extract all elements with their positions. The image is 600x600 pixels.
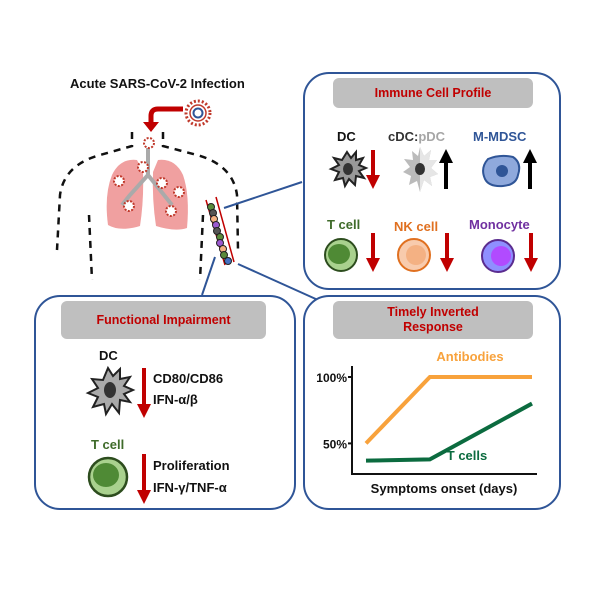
header-line-1: Timely Inverted — [387, 305, 479, 319]
tcell-label: T cell — [91, 437, 125, 452]
nkcell-icon — [397, 238, 431, 272]
tcell-marker-line-1: Proliferation — [153, 458, 230, 473]
up-arrow-icon — [523, 149, 537, 189]
blood-vessel-icon — [205, 196, 235, 266]
series-line-t-cells — [365, 401, 533, 463]
cell-label-nkcell: NK cell — [394, 219, 439, 234]
mmdsc-cell-icon — [482, 154, 521, 188]
figure-title: Acute SARS-CoV-2 Infection — [70, 76, 245, 91]
cell-label-mmdsc: M-MDSC — [473, 129, 527, 144]
lung-virus-icons — [113, 137, 185, 217]
dc-marker-line-1: CD80/CD86 — [153, 371, 224, 386]
panel-header: Timely Inverted Response — [333, 301, 533, 339]
tcell-icon — [87, 456, 129, 498]
down-arrow-icon — [440, 233, 454, 272]
cell-label-monocyte: Monocyte — [469, 217, 530, 232]
header-line-2: Response — [403, 320, 463, 334]
cell-label-dc: DC — [337, 129, 356, 144]
dc-label: DC — [99, 348, 118, 363]
down-arrow-icon — [524, 233, 538, 272]
down-arrow-icon — [137, 454, 151, 504]
panel-header: Immune Cell Profile — [333, 78, 533, 108]
series-label: T cells — [447, 448, 487, 463]
series-line-antibodies — [364, 375, 532, 445]
y-tick-label: 100% — [316, 371, 347, 385]
y-tick-label: 50% — [323, 437, 347, 451]
down-arrow-icon — [366, 233, 380, 272]
panel-header: Functional Impairment — [61, 301, 266, 339]
series-label: Antibodies — [436, 349, 503, 364]
connector-lines — [201, 181, 319, 301]
tcell-icon — [324, 238, 358, 272]
down-arrow-icon — [366, 150, 380, 189]
virus-icon — [184, 99, 212, 127]
monocyte-icon — [481, 239, 515, 273]
x-axis-label: Symptoms onset (days) — [371, 481, 518, 496]
cdc-pdc-cell-icon — [403, 147, 438, 192]
down-arrow-icon — [137, 368, 151, 418]
cell-label-tcell: T cell — [327, 217, 361, 232]
entry-arrow-icon — [148, 106, 183, 124]
up-arrow-icon — [439, 149, 453, 189]
body-outline — [55, 132, 240, 281]
dc-cell-icon — [328, 149, 369, 189]
dc-marker-line-2: IFN-α/β — [153, 392, 198, 407]
dc-cell-icon — [85, 365, 136, 417]
functional-impairment-panel: Functional Impairment — [34, 295, 296, 510]
cell-label-cdc-pdc: cDC:pDC — [388, 129, 446, 144]
tcell-marker-line-2: IFN-γ/TNF-α — [153, 480, 227, 495]
